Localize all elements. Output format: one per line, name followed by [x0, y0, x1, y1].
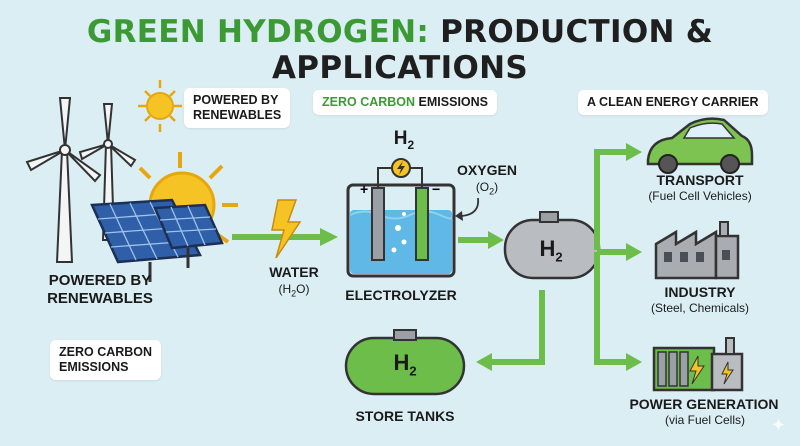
factory-icon: [654, 221, 740, 280]
tank-sub: 2: [555, 249, 563, 265]
label-h2-top: H2: [384, 128, 424, 156]
svg-text:+: +: [360, 181, 368, 197]
badge-zero-carbon-bottom: ZERO CARBON EMISSIONS: [50, 340, 162, 380]
fuel-cell-icon: [652, 337, 744, 392]
solar-panel-icon: [90, 198, 224, 282]
store-tank-sub: 2: [409, 363, 417, 379]
badge-powered-by-renewables: POWERED BY RENEWABLES: [184, 88, 291, 128]
label-oxygen-formula: (O2): [462, 180, 512, 198]
label-power-generation: POWER GENERATION: [629, 396, 779, 412]
label-powered-by-renewables: POWERED BY RENEWABLES: [47, 272, 153, 307]
badge-zero-carbon-top: ZERO CARBON EMISSIONS: [313, 90, 498, 115]
water-formula-end: O): [296, 282, 310, 296]
h2-top-h: H: [393, 128, 408, 149]
sun-icon: [138, 80, 182, 132]
label-oxygen: OXYGEN: [457, 162, 517, 178]
label-transport-sub: (Fuel Cell Vehicles): [648, 189, 752, 203]
title-dark-part: PRODUCTION & APPLICATIONS: [272, 14, 714, 86]
label-tank-h2: H2: [526, 236, 576, 270]
zero-carbon-green-text: ZERO CARBON: [322, 95, 416, 109]
car-icon: [646, 117, 754, 174]
flow-arrowheads: [476, 143, 642, 371]
label-store-tanks: STORE TANKS: [355, 408, 455, 424]
label-power-generation-sub: (via Fuel Cells): [664, 413, 745, 427]
label-industry: INDUSTRY: [664, 284, 736, 300]
water-formula-sub: 2: [291, 288, 297, 299]
oxygen-formula-o: (O: [475, 180, 490, 194]
sparkle-icon: ✦: [770, 415, 786, 435]
flow-arrow-power: [232, 228, 338, 246]
water-formula-h: (H: [278, 282, 292, 296]
tank-h: H: [539, 236, 556, 261]
oxygen-formula-end: ): [494, 180, 499, 194]
zero-carbon-dark-text: EMISSIONS: [418, 95, 489, 109]
flow-arrows-applications: [490, 149, 628, 365]
label-industry-sub: (Steel, Chemicals): [650, 301, 750, 315]
label-store-tank-h2: H2: [380, 350, 430, 384]
svg-text:−: −: [432, 181, 440, 197]
page-title: GREEN HYDROGEN: PRODUCTION & APPLICATION…: [0, 14, 800, 86]
lightning-icon: [271, 199, 302, 259]
oxygen-formula-sub: 2: [489, 186, 495, 197]
label-electrolyzer: ELECTROLYZER: [345, 287, 457, 303]
flow-arrow-to-tank: [458, 231, 504, 249]
label-water: WATER: [269, 264, 319, 280]
h2-top-sub: 2: [407, 137, 415, 152]
oxygen-arrow-icon: [455, 197, 480, 221]
storage-tank-icon: [344, 329, 466, 396]
label-transport: TRANSPORT: [656, 172, 744, 188]
label-water-formula: (H2O): [254, 282, 334, 300]
title-green-part: GREEN HYDROGEN:: [86, 14, 430, 50]
badge-clean-energy-carrier: A CLEAN ENERGY CARRIER: [578, 90, 768, 115]
electrolyzer-icon: + −: [346, 158, 456, 278]
store-tank-h: H: [393, 350, 410, 375]
